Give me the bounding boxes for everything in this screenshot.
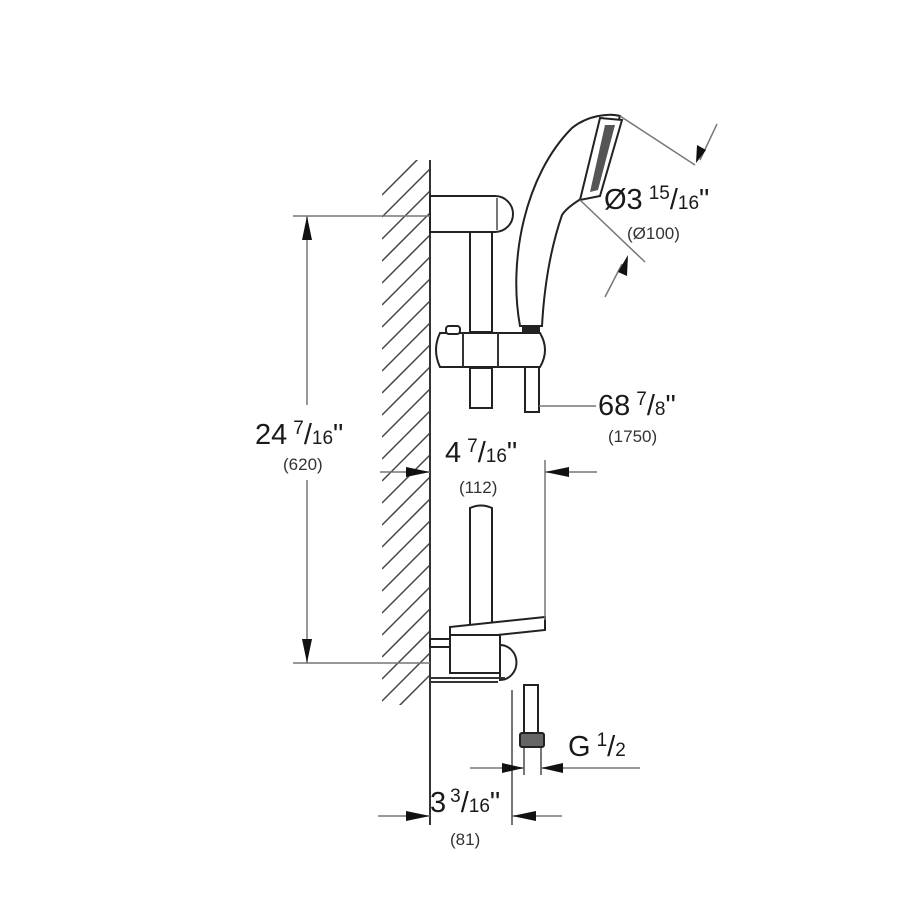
rail-upper: [469, 231, 493, 409]
dimension-wall-projection: [380, 460, 597, 620]
head-diameter-metric: (Ø100): [627, 224, 680, 243]
rail-lower: [469, 504, 493, 626]
dimension-thread: [470, 763, 640, 773]
dimension-rail-height: [293, 215, 430, 664]
hand-shower: [515, 113, 624, 327]
hose-connector: [511, 684, 545, 825]
rail-height-metric: (620): [283, 455, 323, 474]
hose-length-metric: (1750): [608, 427, 657, 446]
wall-projection-metric: (112): [459, 478, 497, 497]
dimension-head-diameter: [579, 115, 718, 298]
top-bracket: [429, 195, 514, 233]
wall-hatching: [382, 160, 430, 705]
dimension-outlet-offset: [378, 811, 562, 821]
bottom-bracket: [429, 615, 546, 683]
outlet-offset-metric: (81): [450, 830, 480, 849]
